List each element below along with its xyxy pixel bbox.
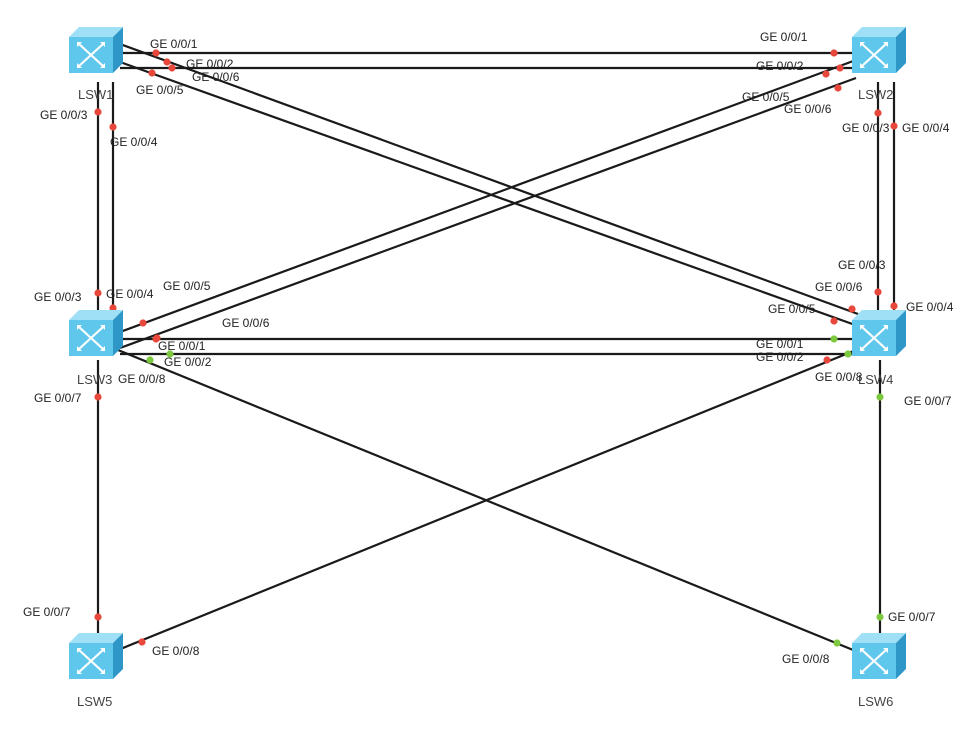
link-lsw1-lsw4-ge006[interactable] xyxy=(119,42,859,316)
port-label-lsw2-ge002: GE 0/0/2 xyxy=(756,59,804,73)
port-dot-lsw4-ge008 xyxy=(823,356,831,364)
port-label-lsw2-ge003: GE 0/0/3 xyxy=(842,121,890,135)
node-label-lsw4: LSW4 xyxy=(858,372,893,387)
port-label-lsw3-ge001: GE 0/0/1 xyxy=(158,339,206,353)
port-dot-lsw1-ge003 xyxy=(94,108,102,116)
port-dot-lsw1-ge005 xyxy=(148,69,156,77)
port-label-lsw4-ge002: GE 0/0/2 xyxy=(756,350,804,364)
port-dot-lsw2-ge002 xyxy=(836,64,844,72)
port-label-lsw1-ge005: GE 0/0/5 xyxy=(136,83,184,97)
switch-lsw4[interactable]: LSW4 xyxy=(852,310,906,387)
port-label-lsw6-ge007: GE 0/0/7 xyxy=(888,610,936,624)
node-label-lsw2: LSW2 xyxy=(858,87,893,102)
port-dot-lsw3-ge005 xyxy=(139,319,147,327)
port-label-lsw3-ge004: GE 0/0/4 xyxy=(106,287,154,301)
links xyxy=(96,42,896,654)
port-dot-lsw3-ge003 xyxy=(94,289,102,297)
node-label-lsw6: LSW6 xyxy=(858,694,893,709)
port-dot-lsw1-ge004 xyxy=(109,123,117,131)
port-label-lsw1-ge003: GE 0/0/3 xyxy=(40,108,88,122)
port-dot-lsw5-ge007 xyxy=(94,613,102,621)
port-label-lsw3-ge005: GE 0/0/5 xyxy=(163,279,211,293)
port-label-lsw3-ge006: GE 0/0/6 xyxy=(222,316,270,330)
port-dot-lsw3-ge004 xyxy=(109,304,117,312)
switch-icon xyxy=(69,633,123,681)
switch-lsw6[interactable]: LSW6 xyxy=(852,633,906,709)
port-dot-lsw3-ge002 xyxy=(166,350,174,358)
port-label-lsw2-ge001: GE 0/0/1 xyxy=(760,30,808,44)
port-dot-lsw2-ge005 xyxy=(822,70,830,78)
port-dot-lsw4-ge007 xyxy=(876,393,884,401)
port-label-lsw4-ge004: GE 0/0/4 xyxy=(906,300,954,314)
switch-lsw2[interactable]: LSW2 xyxy=(852,27,906,102)
node-label-lsw5: LSW5 xyxy=(77,694,112,709)
node-label-lsw1: LSW1 xyxy=(78,87,113,102)
switch-lsw5[interactable]: LSW5 xyxy=(69,633,123,709)
switch-icon xyxy=(852,310,906,358)
switch-lsw3[interactable]: LSW3 xyxy=(69,310,123,387)
port-dot-lsw6-ge008 xyxy=(833,639,841,647)
port-label-lsw2-ge006: GE 0/0/6 xyxy=(784,102,832,116)
port-dot-lsw6-ge007 xyxy=(876,613,884,621)
switch-icon xyxy=(69,310,123,358)
link-lsw2-lsw3-ge005[interactable] xyxy=(119,58,857,334)
port-label-lsw4-ge003: GE 0/0/3 xyxy=(838,258,886,272)
switch-lsw1[interactable]: LSW1 xyxy=(69,27,123,102)
switch-icon xyxy=(852,27,906,75)
switch-icon xyxy=(69,27,123,75)
port-label-lsw5-ge007: GE 0/0/7 xyxy=(23,605,71,619)
port-dot-lsw4-ge002 xyxy=(844,350,852,358)
port-dot-lsw2-ge006 xyxy=(834,84,842,92)
link-lsw3-lsw6-ge008[interactable] xyxy=(117,348,859,654)
port-label-lsw4-ge005: GE 0/0/5 xyxy=(768,302,816,316)
port-label-lsw1-ge004: GE 0/0/4 xyxy=(110,135,158,149)
port-label-lsw3-ge007: GE 0/0/7 xyxy=(34,391,82,405)
port-labels: GE 0/0/1 GE 0/0/2 GE 0/0/6 GE 0/0/5 GE 0… xyxy=(23,30,954,666)
port-label-lsw1-ge002: GE 0/0/2 xyxy=(186,57,234,71)
port-label-lsw5-ge008: GE 0/0/8 xyxy=(152,644,200,658)
port-label-lsw1-ge006: GE 0/0/6 xyxy=(192,70,240,84)
port-dot-lsw4-ge001 xyxy=(830,335,838,343)
link-lsw2-lsw3-ge006[interactable] xyxy=(119,76,857,350)
link-lsw1-lsw4-ge005[interactable] xyxy=(119,60,859,328)
node-label-lsw3: LSW3 xyxy=(77,372,112,387)
port-dot-lsw2-ge001 xyxy=(830,49,838,57)
port-dot-lsw2-ge004 xyxy=(890,122,898,130)
port-label-lsw3-ge002: GE 0/0/2 xyxy=(164,355,212,369)
port-label-lsw3-ge003: GE 0/0/3 xyxy=(34,290,82,304)
port-dot-lsw1-ge002 xyxy=(168,64,176,72)
port-dot-lsw3-ge008 xyxy=(146,356,154,364)
switch-icon xyxy=(852,633,906,681)
port-label-lsw4-ge008: GE 0/0/8 xyxy=(815,370,863,384)
port-label-lsw1-ge001: GE 0/0/1 xyxy=(150,37,198,51)
link-lsw4-lsw5-ge008[interactable] xyxy=(117,348,857,652)
port-dot-lsw2-ge003 xyxy=(874,109,882,117)
port-label-lsw2-ge004: GE 0/0/4 xyxy=(902,121,950,135)
port-dot-lsw3-ge007 xyxy=(94,393,102,401)
port-label-lsw4-ge006: GE 0/0/6 xyxy=(815,280,863,294)
port-dot-lsw4-ge004 xyxy=(890,302,898,310)
port-label-lsw2-ge005: GE 0/0/5 xyxy=(742,90,790,104)
port-dot-lsw4-ge005 xyxy=(830,317,838,325)
port-dot-lsw1-ge001 xyxy=(152,49,160,57)
port-dot-lsw1-ge006 xyxy=(163,58,171,66)
port-dot-lsw4-ge006 xyxy=(848,305,856,313)
port-label-lsw4-ge001: GE 0/0/1 xyxy=(756,337,804,351)
port-status-dots xyxy=(94,49,898,647)
port-dot-lsw4-ge003 xyxy=(874,288,882,296)
port-dot-lsw3-ge001 xyxy=(152,335,160,343)
port-label-lsw3-ge008: GE 0/0/8 xyxy=(118,372,166,386)
port-dot-lsw5-ge008 xyxy=(138,638,146,646)
port-label-lsw6-ge008: GE 0/0/8 xyxy=(782,652,830,666)
port-label-lsw4-ge007: GE 0/0/7 xyxy=(904,394,952,408)
